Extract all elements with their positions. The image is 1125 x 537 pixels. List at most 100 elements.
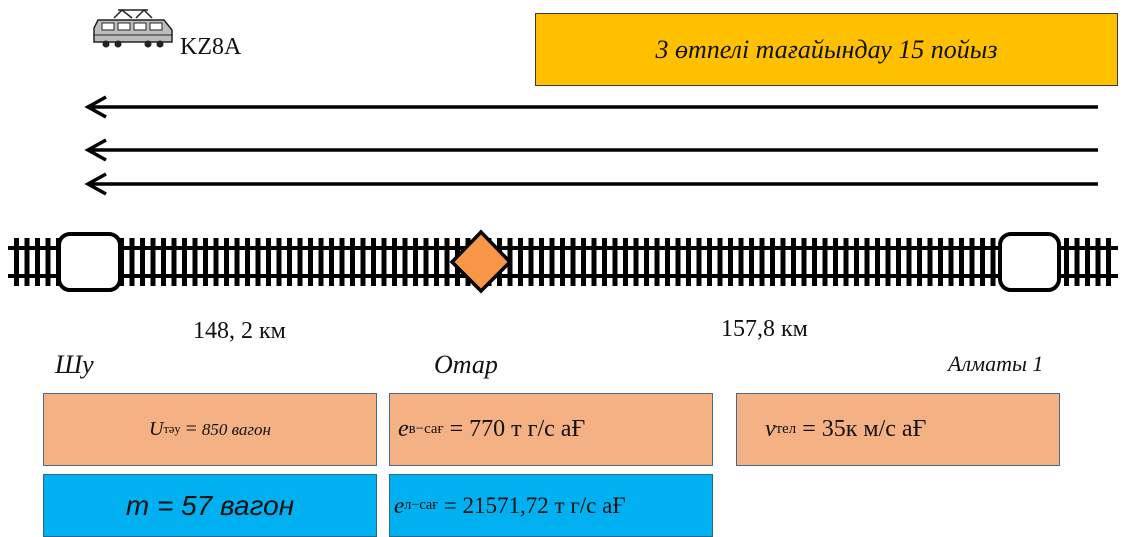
track-tie (392, 238, 397, 286)
distance-otar-almaty: 157,8 км (721, 316, 808, 342)
param-v-symbol: v (765, 416, 776, 442)
trains-banner: 3 өтпелі тағайындау 15 пойыз (535, 13, 1118, 86)
track-tie (1085, 238, 1090, 286)
track-tie (1106, 238, 1111, 286)
railway-track (8, 229, 1118, 294)
track-tie (959, 238, 964, 286)
track-tie (213, 238, 219, 286)
param-el-equals: = (438, 492, 463, 518)
track-tie (696, 238, 702, 286)
track-tie (266, 238, 271, 286)
track-tie (591, 238, 597, 286)
distance-shu-otar: 148, 2 км (193, 318, 286, 344)
param-el-subscript: л−сағ (404, 497, 439, 513)
track-tie (822, 238, 828, 286)
track-ties (14, 238, 1111, 286)
track-tie (770, 238, 775, 286)
track-tie (749, 238, 754, 286)
track-tie (927, 238, 933, 286)
track-tie (570, 238, 576, 286)
param-u-value: 850 вагон (201, 419, 271, 439)
track-tie (423, 238, 429, 286)
track-tie (297, 238, 303, 286)
track-tie (728, 238, 733, 286)
station-label-almaty: Алматы 1 (948, 351, 1044, 376)
track-tie (623, 238, 628, 286)
flow-arrow (84, 172, 1098, 196)
track-tie (539, 238, 544, 286)
track-tie (360, 238, 366, 286)
track-tie (350, 238, 355, 286)
param-u-symbol: U (149, 418, 164, 440)
track-tie (182, 238, 187, 286)
track-tie (602, 238, 607, 286)
banner-text: 3 өтпелі тағайындау 15 пойыз (655, 34, 998, 64)
track-tie (707, 238, 712, 286)
track-tie (717, 238, 723, 286)
track-tie (192, 238, 198, 286)
param-u-equals: = (180, 418, 202, 440)
track-tie (801, 238, 807, 286)
track-tie (612, 238, 618, 286)
track-tie (990, 238, 996, 286)
track-tie (1064, 238, 1069, 286)
track-tie (528, 238, 534, 286)
track-tie (381, 238, 387, 286)
track-tie (171, 238, 177, 286)
track-tie (896, 238, 901, 286)
track-tie (833, 238, 838, 286)
param-ev-equals: = (443, 416, 470, 442)
track-tie (224, 238, 229, 286)
track-tie (24, 238, 30, 286)
track-tie (203, 238, 208, 286)
track-tie (413, 238, 418, 286)
track-tie (1095, 238, 1101, 286)
track-tie (633, 238, 639, 286)
station-label-shu: Шу (55, 350, 94, 379)
param-m-text: m = 57 вагон (125, 489, 295, 521)
track-tie (129, 238, 135, 286)
track-tie (318, 238, 324, 286)
param-u-subscript: тәу (163, 422, 181, 436)
track-tie (339, 238, 345, 286)
station-label-otar: Отар (434, 350, 498, 379)
train-flow-arrows (84, 95, 1098, 196)
track-tie (308, 238, 313, 286)
param-box-m: m = 57 вагон (43, 474, 377, 537)
station-node-shu (57, 232, 122, 292)
station-node-otar (449, 229, 513, 294)
track-tie (444, 238, 450, 286)
track-tie (780, 238, 786, 286)
param-el-symbol: e (394, 492, 405, 518)
track-tie (875, 238, 880, 286)
track-tie (560, 238, 565, 286)
track-tie (329, 238, 334, 286)
track-tie (371, 238, 376, 286)
station-node-almaty (998, 232, 1061, 292)
track-tie (644, 238, 649, 286)
track-tie (287, 238, 292, 286)
track-tie (665, 238, 670, 286)
track-tie (140, 238, 145, 286)
track-tie (581, 238, 586, 286)
track-tie (1074, 238, 1080, 286)
param-v-equals: = (796, 416, 822, 442)
track-tie (35, 238, 40, 286)
flow-arrow (84, 138, 1098, 162)
track-tie (654, 238, 660, 286)
flow-arrow (84, 95, 1098, 119)
param-el-value: 21571,72 т г/с аҒ (462, 492, 626, 518)
track-tie (938, 238, 943, 286)
track-tie (854, 238, 859, 286)
track-tie (518, 238, 523, 286)
locomotive-label: KZ8A (180, 34, 242, 60)
track-tie (759, 238, 765, 286)
track-tie (791, 238, 796, 286)
track-tie (917, 238, 922, 286)
track-tie (161, 238, 166, 286)
track-tie (969, 238, 975, 286)
